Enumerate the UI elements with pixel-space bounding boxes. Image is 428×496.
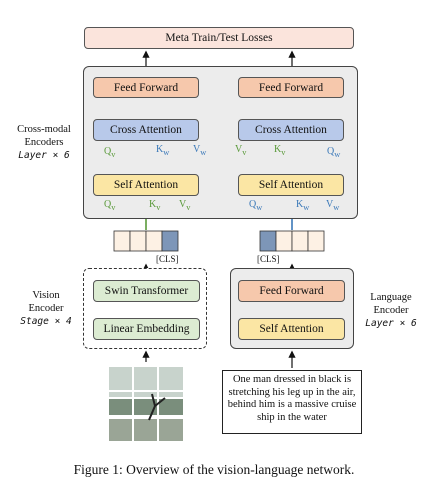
left-ca-label: Cross Attention	[110, 124, 182, 136]
left-cross-attention: Cross Attention	[93, 119, 199, 141]
right-self-attention: Self Attention	[238, 174, 344, 196]
language-label-line1: Language	[370, 292, 412, 303]
left-self-attention: Self Attention	[93, 174, 199, 196]
linear-label: Linear Embedding	[103, 323, 190, 335]
right-ff-label: Feed Forward	[258, 81, 324, 94]
left-ca-k-label: Kw	[156, 144, 170, 157]
left-ca-v-label: Vw	[193, 144, 207, 157]
vision-cls-label: [CLS]	[156, 254, 179, 264]
right-feed-forward: Feed Forward	[238, 77, 344, 98]
cross-modal-label: Cross-modal Encoders Layer × 6	[10, 123, 78, 162]
language-token-strip	[259, 230, 325, 252]
left-sa-k-label: Kv	[149, 199, 161, 212]
vision-encoder-label: Vision Encoder Stage × 4	[14, 289, 78, 328]
left-ff-label: Feed Forward	[113, 81, 179, 94]
input-image	[107, 365, 185, 443]
language-ff-label: Feed Forward	[259, 285, 324, 297]
figure-caption: Figure 1: Overview of the vision-languag…	[73, 462, 355, 477]
vision-label-line2: Encoder	[28, 303, 64, 314]
language-sa-label: Self Attention	[259, 323, 324, 335]
left-sa-q-label: Qv	[104, 199, 116, 212]
language-encoder-label: Language Encoder Layer × 6	[358, 291, 424, 330]
vision-label-line1: Vision	[32, 290, 60, 301]
cross-modal-label-line1: Cross-modal	[17, 124, 71, 135]
left-sa-label: Self Attention	[113, 179, 179, 191]
linear-embedding-box: Linear Embedding	[93, 318, 200, 340]
right-ca-k-label: Kv	[274, 144, 286, 157]
language-layer: Layer × 6	[365, 318, 417, 329]
right-ca-v-label: Vv	[235, 144, 247, 157]
cross-modal-label-line2: Encoders	[24, 137, 64, 148]
meta-losses-box: Meta Train/Test Losses	[84, 27, 354, 49]
right-ca-q-label: Qw	[327, 146, 341, 159]
language-cls-label: [CLS]	[257, 254, 280, 264]
swin-label: Swin Transformer	[104, 285, 189, 297]
left-ca-q-label: Qv	[104, 146, 116, 159]
left-sa-v-label: Vv	[179, 199, 191, 212]
input-text-box: One man dressed in black is stretching h…	[222, 370, 362, 434]
right-sa-q-label: Qw	[249, 199, 263, 212]
right-ca-label: Cross Attention	[255, 124, 327, 136]
right-sa-v-label: Vw	[326, 199, 340, 212]
language-label-line2: Encoder	[373, 305, 409, 316]
input-text: One man dressed in black is stretching h…	[227, 374, 357, 423]
left-feed-forward: Feed Forward	[93, 77, 199, 98]
right-sa-label: Self Attention	[258, 179, 324, 191]
language-self-attention: Self Attention	[238, 318, 345, 340]
right-sa-k-label: Kw	[296, 199, 310, 212]
right-cross-attention: Cross Attention	[238, 119, 344, 141]
vision-token-strip	[113, 230, 179, 252]
vision-stage: Stage × 4	[20, 316, 72, 327]
language-feed-forward: Feed Forward	[238, 280, 345, 302]
cross-modal-layer: Layer × 6	[18, 150, 70, 161]
meta-losses-label: Meta Train/Test Losses	[165, 32, 273, 44]
swin-transformer-box: Swin Transformer	[93, 280, 200, 302]
